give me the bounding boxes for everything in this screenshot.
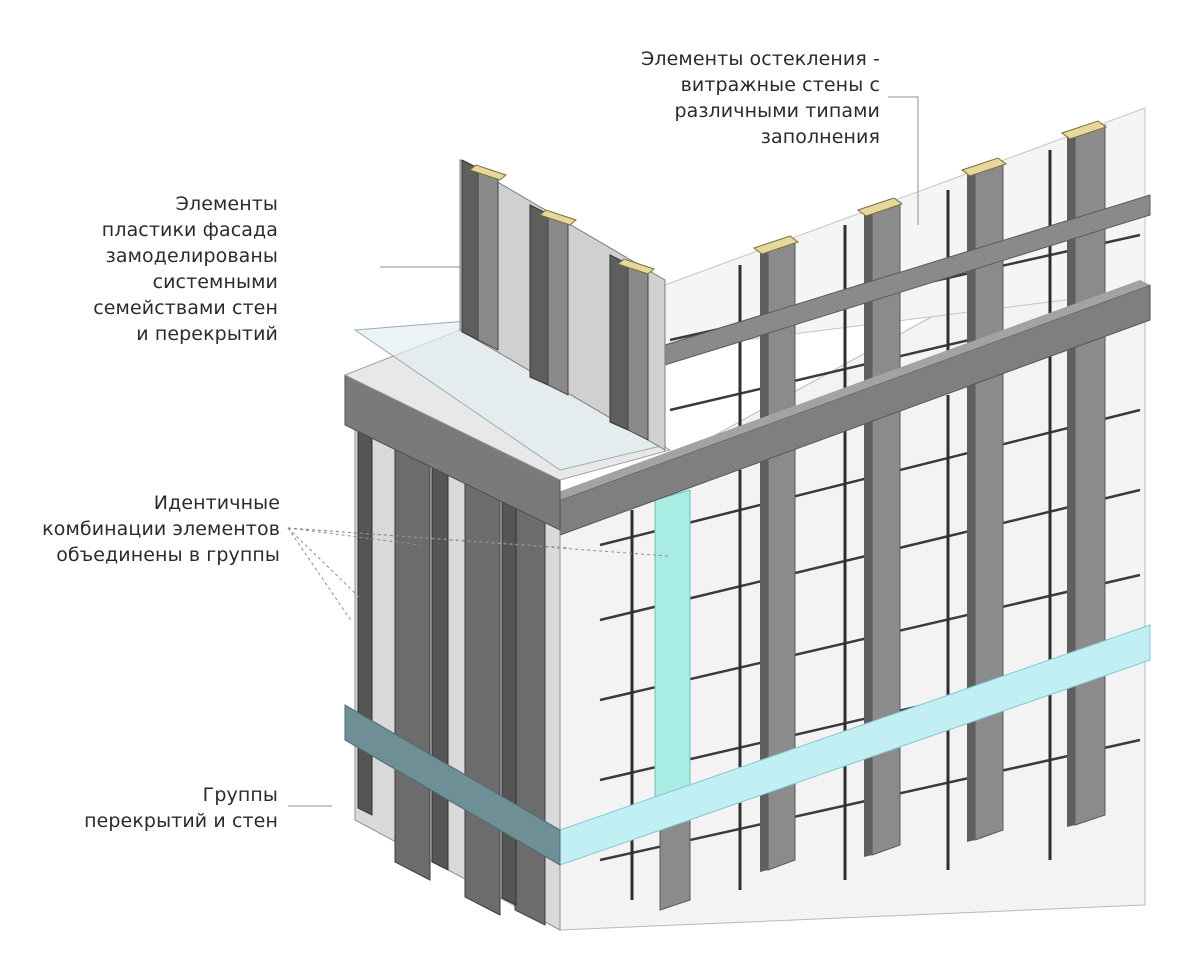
annotation-identical-groups: Идентичные комбинации элементов объедине… — [0, 490, 280, 568]
annotation-identical-groups-line: объединены в группы — [56, 544, 280, 566]
annotation-facade-plastics-line: замоделированы — [105, 245, 278, 267]
insulation-caps — [752, 120, 1108, 255]
annotation-glazing-line: витражные стены с — [680, 74, 880, 96]
annotation-facade-plastics-line: и перекрытий — [136, 323, 278, 345]
leader-identical-groups — [287, 527, 669, 623]
annotation-glazing: Элементы остекления - витражные стены с … — [600, 46, 880, 150]
rooftop-volume — [353, 159, 667, 471]
annotation-glazing-line: Элементы остекления - — [641, 48, 880, 70]
highlighted-slab-group-left — [344, 704, 561, 866]
annotation-identical-groups-line: Идентичные — [153, 492, 280, 514]
highlighted-pier-group — [654, 489, 691, 811]
annotation-floor-wall-groups-line: Группы — [202, 784, 278, 806]
annotation-facade-plastics-line: семействами стен — [93, 297, 278, 319]
annotation-floor-wall-groups: Группы перекрытий и стен — [40, 782, 278, 834]
annotation-facade-plastics-line: пластики фасада — [101, 219, 278, 241]
annotation-identical-groups-line: комбинации элементов — [42, 518, 280, 540]
annotation-facade-plastics: Элементы пластики фасада замоделированы … — [40, 191, 278, 347]
annotation-facade-plastics-line: системными — [152, 271, 278, 293]
annotation-glazing-line: различными типами — [674, 100, 880, 122]
leader-glazing — [888, 96, 919, 225]
annotation-facade-plastics-line: Элементы — [175, 193, 278, 215]
leader-lines — [287, 96, 919, 807]
annotation-floor-wall-groups-line: перекрытий и стен — [84, 810, 278, 832]
right-facade — [550, 107, 1151, 931]
annotation-glazing-line: заполнения — [760, 126, 880, 148]
upper-slab-band-top — [550, 280, 1150, 500]
